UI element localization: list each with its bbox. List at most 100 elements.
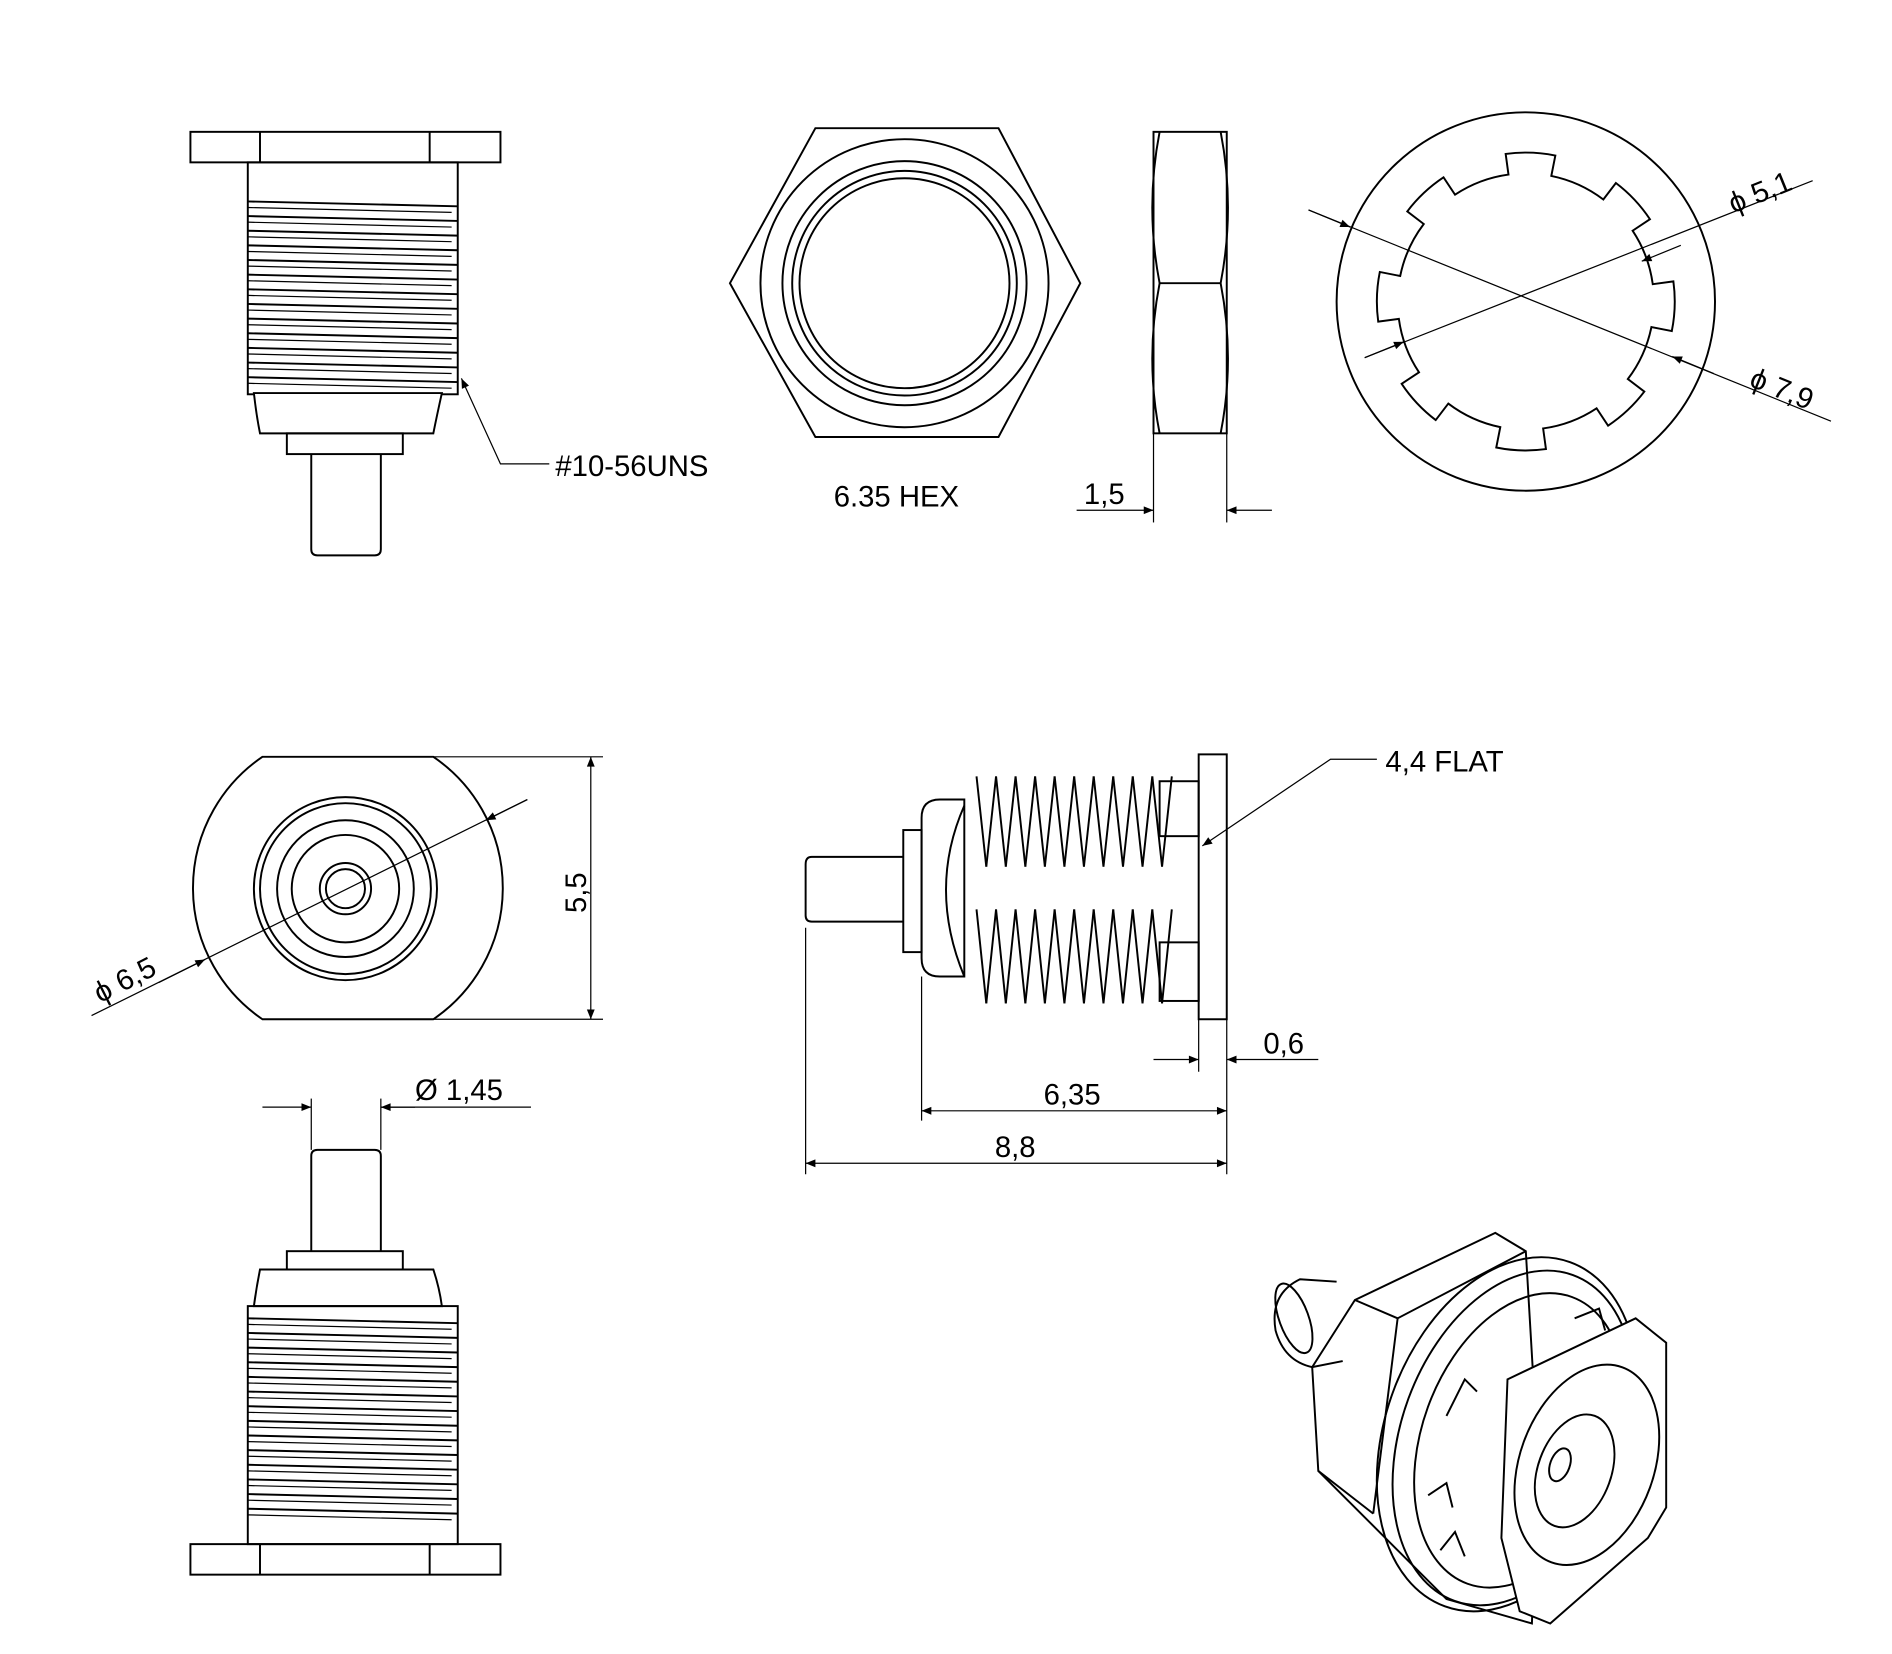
thread-line [247,1514,452,1521]
thread-line [1043,909,1056,1004]
connector-side-view: 4,4 FLAT 0,6 6,35 8,8 [804,745,1504,1175]
thread-line [985,776,998,867]
thread-line [1053,776,1066,867]
thread-line [1082,909,1095,1004]
thread-line [1112,909,1124,1004]
washer-inner-label: ϕ 5,1 [1724,165,1797,220]
thread-line [247,324,452,331]
flange-thickness-label: 0,6 [1263,1027,1304,1060]
thread-line [247,1397,452,1404]
thread-line [1004,909,1017,1004]
thread-line [1092,909,1105,1004]
thread-line [1161,776,1173,867]
thread-line [247,1405,458,1413]
thread-line [247,1346,458,1354]
thread-line [247,1367,452,1374]
thread-line [247,1426,452,1433]
thread-line [247,294,452,301]
hex-nut-front-view: 6.35 HEX [728,127,1082,514]
thread-line [247,1449,458,1456]
thread-line [1024,909,1037,1004]
body-length-label: 6,35 [1044,1079,1101,1112]
thread-line [247,206,452,214]
thread-line [1131,776,1144,867]
thread-line [1063,776,1076,867]
thread-line [1014,909,1027,1004]
thread-line [975,776,988,867]
thread-line [1014,776,1027,867]
thread-line [247,1331,458,1339]
connector-top-view: #10-56UNS [189,130,708,557]
thread-line [995,776,1007,867]
thread-line [247,368,452,375]
thread-line [247,1382,452,1389]
connector-isometric-view [1273,1231,1668,1625]
thread-line [247,1353,452,1360]
thread-line [1082,776,1095,867]
thread-line [247,302,458,310]
flange-height-label: 5,5 [560,872,593,913]
thread-line [247,244,458,252]
thread-line [1161,909,1173,1004]
thread-line [247,236,452,243]
thread-line [1034,776,1046,867]
thread-line [247,273,458,281]
thread-line [1102,909,1115,1004]
thread-line [247,346,458,354]
thread-line [1053,909,1066,1004]
thread-line [247,280,452,287]
thread-line [247,1478,458,1486]
thread-line [247,1484,452,1492]
thread-line [247,1411,452,1418]
thread-line [247,1375,458,1383]
thread-line [1043,776,1056,867]
thread-line [247,250,452,257]
lock-washer: ϕ 5,1 ϕ 7,9 [1308,111,1832,492]
total-length-label: 8,8 [995,1131,1036,1164]
flange-dia-label: ϕ 6,5 [88,951,161,1010]
thread-line [247,317,458,325]
thread-line [247,229,458,237]
thread-line [247,1419,458,1427]
thread-line [247,353,452,360]
thread-line [1004,776,1017,867]
thread-line [1073,776,1085,867]
thread-line [247,259,458,266]
thread-line [247,288,458,296]
thread-line [1102,776,1115,867]
thread-line [247,1463,458,1471]
thread-line [247,200,458,208]
thread-line [1073,909,1085,1004]
thread-line [1151,909,1164,1004]
thread-line [975,909,988,1004]
connector-front-view: ϕ 6,5 5,5 [88,755,603,1021]
thread-line [247,1507,458,1515]
nut-thickness-label: 1,5 [1084,478,1125,511]
thread-line [247,382,452,389]
thread-line [1122,909,1134,1004]
thread-line [247,1338,452,1345]
thread-line [247,1455,452,1462]
thread-line [247,332,458,340]
thread-line [1112,776,1124,867]
thread-line [247,1361,458,1369]
thread-line [1141,909,1154,1004]
thread-line [247,215,458,222]
thread-line [247,1390,458,1398]
pin-dia-label: Ø 1,45 [415,1074,503,1107]
thread-line [247,361,458,369]
thread-line [247,1317,458,1325]
thread-line [247,1470,452,1477]
thread-label: #10-56UNS [555,450,708,483]
thread-line [247,338,452,345]
thread-line [1024,776,1037,867]
flat-label: 4,4 FLAT [1385,745,1503,778]
thread-line [247,1493,458,1500]
thread-line [1034,909,1046,1004]
thread-line [995,909,1007,1004]
thread-line [1092,776,1105,867]
hex-nut-side-view: 1,5 [1076,130,1272,523]
thread-line [1063,909,1076,1004]
thread-line [247,376,458,384]
